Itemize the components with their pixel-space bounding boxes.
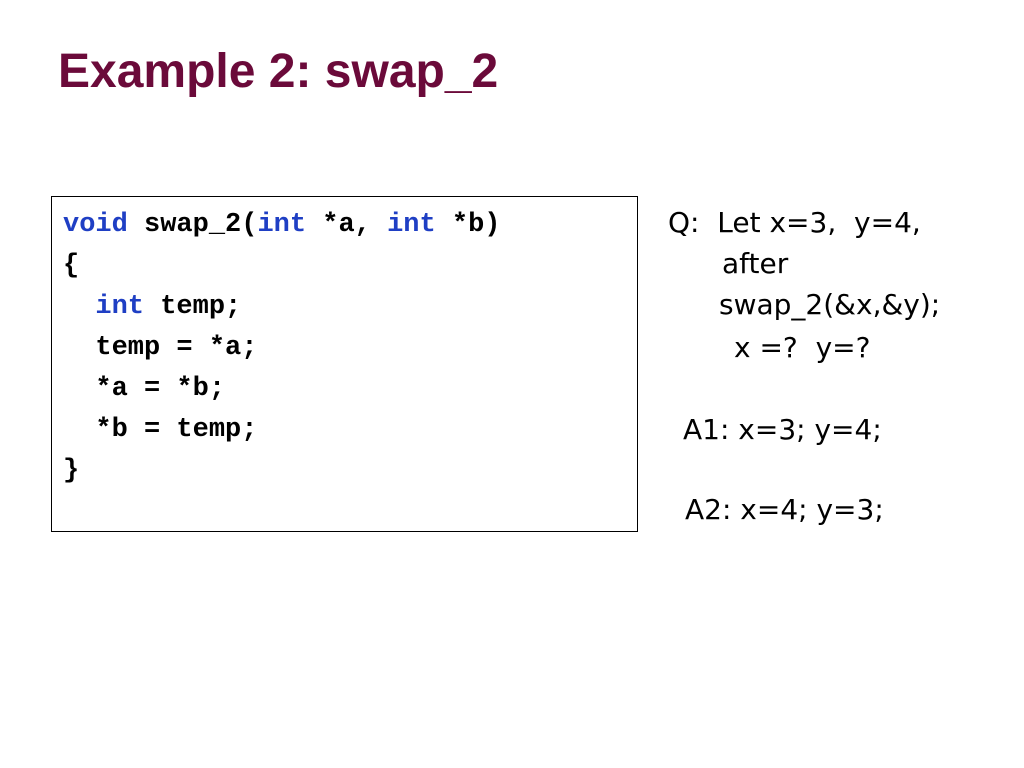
code-block: void swap_2(int *a, int *b) { int temp; … [51, 196, 638, 532]
code-token: swap_2( [127, 210, 258, 240]
slide-title: Example 2: swap_2 [58, 45, 499, 98]
code-token: *a, [306, 210, 388, 240]
code-line-6: *b = temp; [63, 410, 637, 451]
code-line-5: *a = *b; [63, 369, 637, 410]
code-token: *a = *b; [63, 374, 226, 404]
question-line-4: x =? y=? [734, 331, 871, 364]
answer-2: A2: x=4; y=3; [685, 493, 884, 526]
code-token: *b) [435, 210, 501, 240]
code-token: } [63, 456, 80, 486]
code-token: *b = temp; [63, 415, 258, 445]
code-token: int [95, 292, 145, 322]
code-token: temp; [144, 292, 242, 322]
question-line-3: swap_2(&x,&y); [719, 288, 941, 321]
answer-1: A1: x=3; y=4; [683, 413, 882, 446]
code-token [63, 292, 95, 322]
code-token: void [63, 210, 128, 240]
code-line-7: } [63, 451, 637, 492]
code-token: temp = *a; [63, 333, 258, 363]
code-line-3: int temp; [63, 287, 637, 328]
question-line-2: after [722, 247, 789, 280]
code-line-2: { [63, 246, 637, 287]
code-line-1: void swap_2(int *a, int *b) [63, 205, 637, 246]
code-token: { [63, 251, 80, 281]
code-token: int [387, 210, 436, 240]
question-line-1: Q: Let x=3, y=4, [668, 206, 921, 239]
code-line-4: temp = *a; [63, 328, 637, 369]
code-token: int [257, 210, 307, 240]
